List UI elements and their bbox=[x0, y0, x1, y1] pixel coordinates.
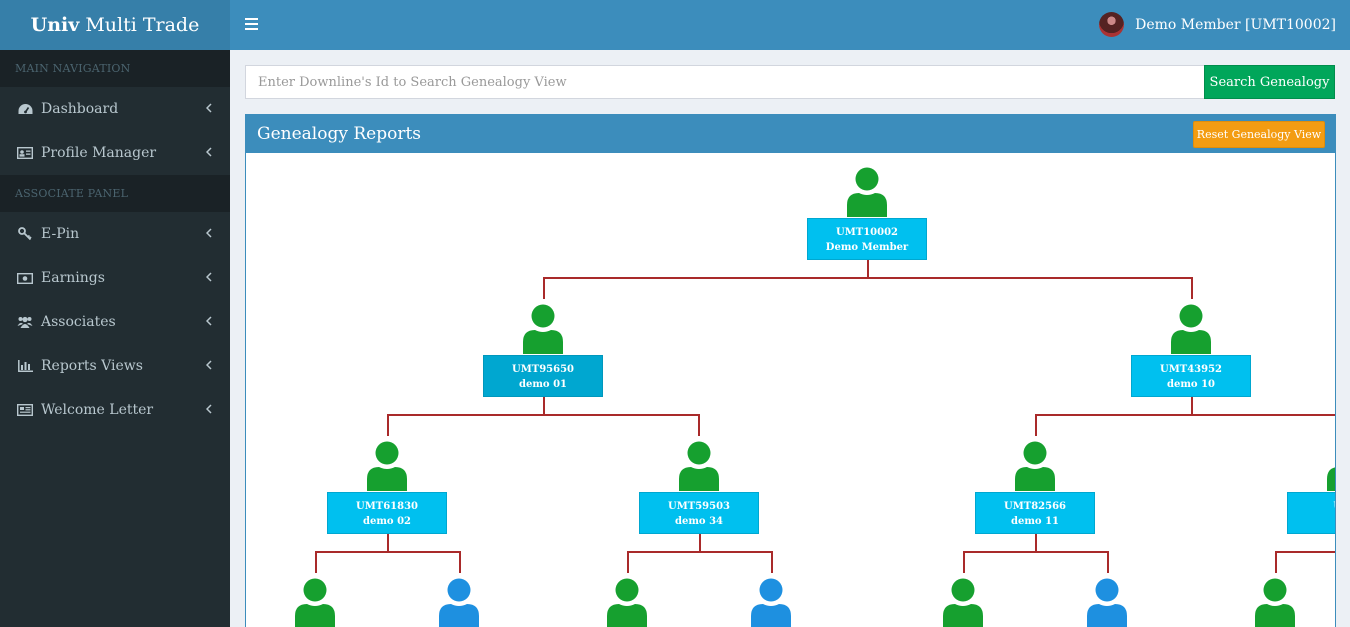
node-id: UMT10002 bbox=[835, 227, 899, 238]
sidebar-toggle-icon[interactable] bbox=[245, 18, 258, 30]
tree-node[interactable]: UMT82566 demo 11 bbox=[975, 492, 1095, 534]
person-icon[interactable] bbox=[1255, 578, 1295, 627]
node-name: demo 02 bbox=[362, 516, 411, 527]
sidebar-item-associates[interactable]: Associates bbox=[0, 300, 230, 344]
person-icon[interactable] bbox=[295, 578, 335, 627]
newspaper-icon bbox=[17, 402, 33, 418]
genealogy-box: Genealogy Reports Reset Genealogy View bbox=[245, 114, 1336, 627]
tree-node[interactable]: UMT de bbox=[1287, 492, 1335, 534]
person-icon[interactable] bbox=[367, 441, 407, 491]
dashboard-icon bbox=[17, 101, 33, 117]
node-name: demo 34 bbox=[674, 516, 723, 527]
users-icon bbox=[17, 314, 33, 330]
sidebar-item-label: Earnings bbox=[41, 270, 105, 286]
avatar bbox=[1099, 12, 1125, 37]
node-name: de bbox=[1288, 514, 1335, 529]
person-icon[interactable] bbox=[1327, 441, 1336, 491]
sidebar-item-dashboard[interactable]: Dashboard bbox=[0, 87, 230, 131]
tree-node[interactable]: UMT59503 demo 34 bbox=[639, 492, 759, 534]
genealogy-tree: UMT10002 Demo Member UMT95650 demo 01 UM… bbox=[246, 153, 1336, 627]
node-id: UMT82566 bbox=[1003, 501, 1067, 512]
person-icon[interactable] bbox=[751, 578, 791, 627]
sidebar-item-welcome-letter[interactable]: Welcome Letter bbox=[0, 388, 230, 432]
chevron-left-icon bbox=[205, 145, 212, 161]
chevron-left-icon bbox=[205, 358, 212, 374]
node-id: UMT61830 bbox=[355, 501, 419, 512]
sidebar-item-reports-views[interactable]: Reports Views bbox=[0, 344, 230, 388]
node-name: demo 10 bbox=[1166, 379, 1215, 390]
node-id: UMT bbox=[1288, 499, 1335, 514]
user-name: Demo Member [UMT10002] bbox=[1135, 16, 1336, 33]
reset-genealogy-button[interactable]: Reset Genealogy View bbox=[1193, 121, 1325, 148]
chevron-left-icon bbox=[205, 101, 212, 117]
chevron-left-icon bbox=[205, 226, 212, 242]
person-icon[interactable] bbox=[439, 578, 479, 627]
sidebar-item-label: Associates bbox=[41, 314, 116, 330]
person-icon[interactable] bbox=[607, 578, 647, 627]
search-input[interactable] bbox=[245, 65, 1205, 99]
chevron-left-icon bbox=[205, 314, 212, 330]
sidebar-item-label: Dashboard bbox=[41, 101, 119, 117]
chevron-left-icon bbox=[205, 402, 212, 418]
key-icon bbox=[17, 226, 33, 242]
top-navbar: Demo Member [UMT10002] bbox=[230, 0, 1350, 50]
sidebar-item-e-pin[interactable]: E-Pin bbox=[0, 212, 230, 256]
box-header: Genealogy Reports Reset Genealogy View bbox=[246, 115, 1335, 153]
node-name: Demo Member bbox=[825, 242, 909, 253]
user-menu[interactable]: Demo Member [UMT10002] bbox=[1099, 12, 1336, 37]
box-title: Genealogy Reports bbox=[257, 124, 422, 144]
brand-logo[interactable]: Univ Multi Trade bbox=[0, 0, 230, 50]
tree-node[interactable]: UMT61830 demo 02 bbox=[327, 492, 447, 534]
main-navigation-header: MAIN NAVIGATION bbox=[0, 50, 230, 87]
tree-node[interactable]: UMT10002 Demo Member bbox=[807, 218, 927, 260]
node-id: UMT59503 bbox=[667, 501, 731, 512]
sidebar-item-label: E-Pin bbox=[41, 226, 80, 242]
sidebar: Univ Multi Trade MAIN NAVIGATION Dashboa… bbox=[0, 0, 230, 627]
sidebar-item-label: Welcome Letter bbox=[41, 402, 154, 418]
person-icon[interactable] bbox=[1015, 441, 1055, 491]
chevron-left-icon bbox=[205, 270, 212, 286]
node-name: demo 01 bbox=[518, 379, 567, 390]
person-icon[interactable] bbox=[1087, 578, 1127, 627]
node-id: UMT43952 bbox=[1159, 364, 1223, 375]
sidebar-item-profile-manager[interactable]: Profile Manager bbox=[0, 131, 230, 175]
brand-rest: Multi Trade bbox=[85, 14, 200, 36]
person-icon[interactable] bbox=[847, 167, 887, 217]
associate-panel-header: ASSOCIATE PANEL bbox=[0, 175, 230, 212]
bar-chart-icon bbox=[17, 358, 33, 374]
tree-node[interactable]: UMT95650 demo 01 bbox=[483, 355, 603, 397]
person-icon[interactable] bbox=[679, 441, 719, 491]
node-id: UMT95650 bbox=[511, 364, 575, 375]
person-icon[interactable] bbox=[523, 304, 563, 354]
sidebar-item-label: Reports Views bbox=[41, 358, 143, 374]
person-icon[interactable] bbox=[1171, 304, 1211, 354]
sidebar-item-label: Profile Manager bbox=[41, 145, 157, 161]
id-card-icon bbox=[17, 145, 33, 161]
search-genealogy-button[interactable]: Search Genealogy bbox=[1204, 65, 1335, 99]
node-name: demo 11 bbox=[1010, 516, 1059, 527]
sidebar-item-earnings[interactable]: Earnings bbox=[0, 256, 230, 300]
tree-node[interactable]: UMT43952 demo 10 bbox=[1131, 355, 1251, 397]
person-icon[interactable] bbox=[943, 578, 983, 627]
money-icon bbox=[17, 270, 33, 286]
brand-bold: Univ bbox=[30, 14, 80, 36]
